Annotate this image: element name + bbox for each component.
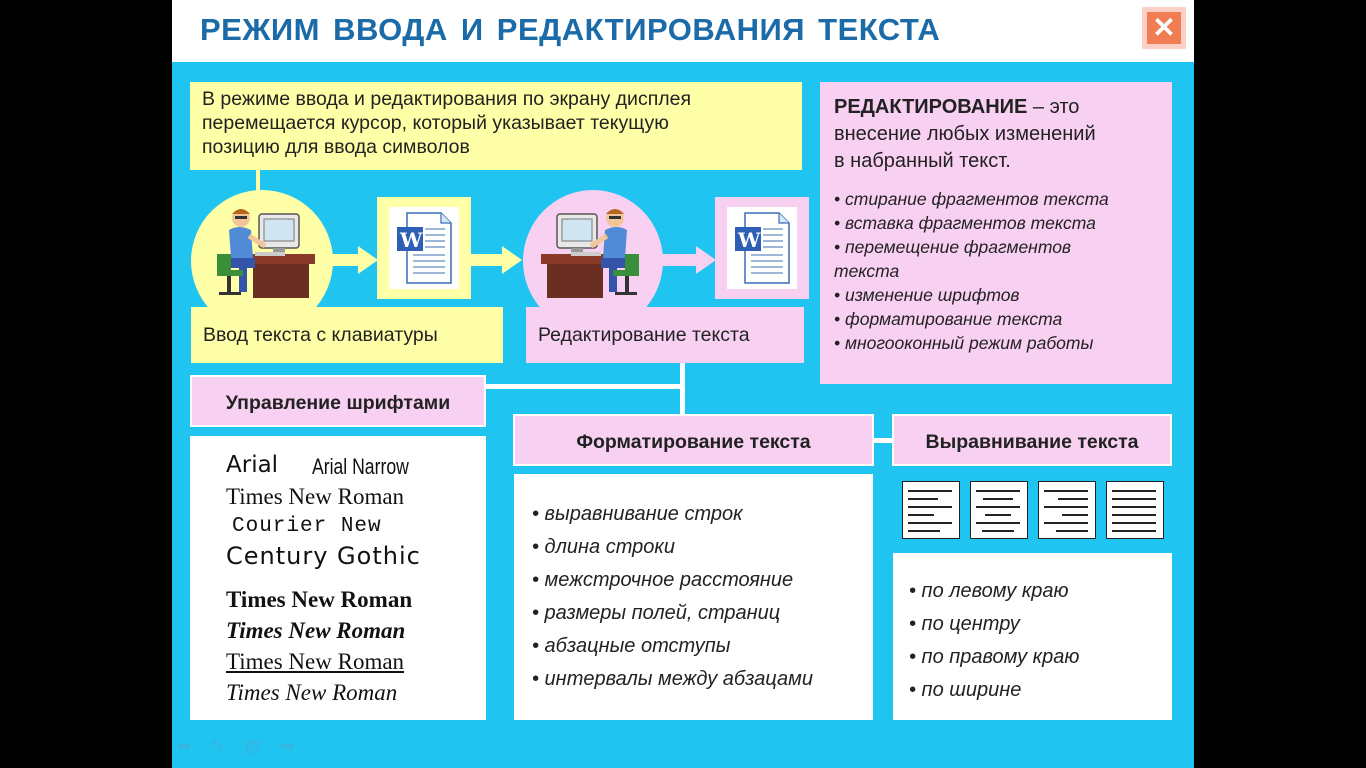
definition-line: внесение любых изменений	[834, 123, 1096, 145]
person-at-computer-icon	[541, 209, 639, 298]
list-item: • по левому краю	[909, 580, 1069, 602]
alignment-list: • по левому краю • по центру • по правом…	[893, 553, 1172, 720]
branch-connector-alignment	[872, 438, 894, 443]
arrow-right-icon	[470, 246, 522, 274]
list-item: • по ширине	[909, 679, 1022, 701]
font-sample-courier: Courier New	[232, 515, 382, 538]
word-document-icon: W	[389, 207, 459, 289]
editing-term: РЕДАКТИРОВАНИЕ	[834, 96, 1028, 118]
input-stage-label: Ввод текста с клавиатуры	[191, 307, 503, 363]
list-item: • стирание фрагментов текста	[834, 189, 1109, 209]
alignment-heading: Выравнивание текста	[892, 414, 1172, 466]
list-item: • по правому краю	[909, 646, 1080, 668]
editing-operations-list: • стирание фрагментов текста • вставка ф…	[834, 187, 1158, 355]
slide-title: РЕЖИМ ВВОДА И РЕДАКТИРОВАНИЯ ТЕКСТА	[200, 12, 941, 47]
word-document-icon: W	[727, 207, 797, 289]
svg-text:W: W	[737, 228, 761, 252]
intro-line: В режиме ввода и редактирования по экран…	[202, 88, 692, 110]
editing-definition-panel: РЕДАКТИРОВАНИЕ – это внесение любых изме…	[820, 82, 1172, 384]
align-right-icon	[1038, 481, 1096, 539]
align-justify-icon	[1106, 481, 1164, 539]
document-box-input: W	[377, 197, 471, 299]
list-item: текста	[834, 261, 900, 281]
list-item: • длина строки	[532, 536, 675, 558]
svg-text:W: W	[399, 228, 423, 252]
previous-slide-icon[interactable]: ⬅	[176, 736, 192, 756]
font-sample-times-bold-italic: Times New Roman	[226, 618, 406, 643]
list-item: • размеры полей, страниц	[532, 602, 781, 624]
font-sample-arial: Arial	[226, 452, 279, 478]
intro-line: позицию для ввода символов	[202, 136, 470, 158]
definition-line: – это	[1027, 96, 1080, 118]
font-sample-century: Century Gothic	[226, 542, 421, 570]
definition-line: в набранный текст.	[834, 150, 1011, 172]
document-box-edit: W	[715, 197, 809, 299]
font-samples-panel: Arial Arial Narrow Times New Roman Couri…	[190, 436, 486, 720]
branch-connector-horizontal	[484, 384, 684, 389]
intro-note: В режиме ввода и редактирования по экран…	[190, 82, 802, 170]
list-item: • интервалы между абзацами	[532, 668, 813, 690]
arrow-right-icon	[332, 246, 378, 274]
formatting-list: • выравнивание строк • длина строки • ме…	[514, 474, 873, 720]
close-button[interactable]: ✕	[1142, 7, 1186, 49]
align-center-icon	[970, 481, 1028, 539]
list-item: • многооконный режим работы	[834, 333, 1094, 353]
align-left-icon	[902, 481, 960, 539]
list-item: • абзацные отступы	[532, 635, 731, 657]
close-icon[interactable]: ✕	[1147, 12, 1181, 44]
font-sample-times: Times New Roman	[226, 484, 405, 509]
edit-stage-label: Редактирование текста	[526, 307, 804, 363]
font-sample-arial-narrow: Arial Narrow	[312, 454, 409, 479]
editing-definition-heading: РЕДАКТИРОВАНИЕ – это	[834, 94, 1158, 121]
note-connector	[256, 170, 260, 192]
font-management-heading: Управление шрифтами	[190, 375, 486, 427]
branch-connector-vertical	[680, 363, 685, 415]
presentation-nav[interactable]: ⬅ ✎ ▤ ➡	[176, 736, 309, 757]
formatting-heading: Форматирование текста	[513, 414, 874, 466]
list-item: • форматирование текста	[834, 309, 1063, 329]
list-item: • перемещение фрагментов	[834, 237, 1072, 257]
next-slide-icon[interactable]: ➡	[280, 736, 296, 756]
intro-line: перемещается курсор, который указывает т…	[202, 112, 669, 134]
list-item: • межстрочное расстояние	[532, 569, 794, 591]
list-item: • вставка фрагментов текста	[834, 213, 1096, 233]
font-sample-times-bold: Times New Roman	[226, 587, 413, 612]
font-sample-times-underline: Times New Roman	[226, 649, 405, 674]
list-item: • по центру	[909, 613, 1020, 635]
menu-icon[interactable]: ▤	[244, 736, 262, 756]
slide-header: РЕЖИМ ВВОДА И РЕДАКТИРОВАНИЯ ТЕКСТА ✕	[172, 0, 1194, 62]
slide: РЕЖИМ ВВОДА И РЕДАКТИРОВАНИЯ ТЕКСТА ✕ В …	[172, 0, 1194, 768]
list-item: • выравнивание строк	[532, 503, 743, 525]
font-sample-times-italic: Times New Roman	[226, 680, 398, 705]
person-at-computer-icon	[217, 209, 315, 298]
pen-icon[interactable]: ✎	[210, 736, 226, 756]
list-item: • изменение шрифтов	[834, 285, 1020, 305]
arrow-right-icon	[662, 246, 716, 274]
